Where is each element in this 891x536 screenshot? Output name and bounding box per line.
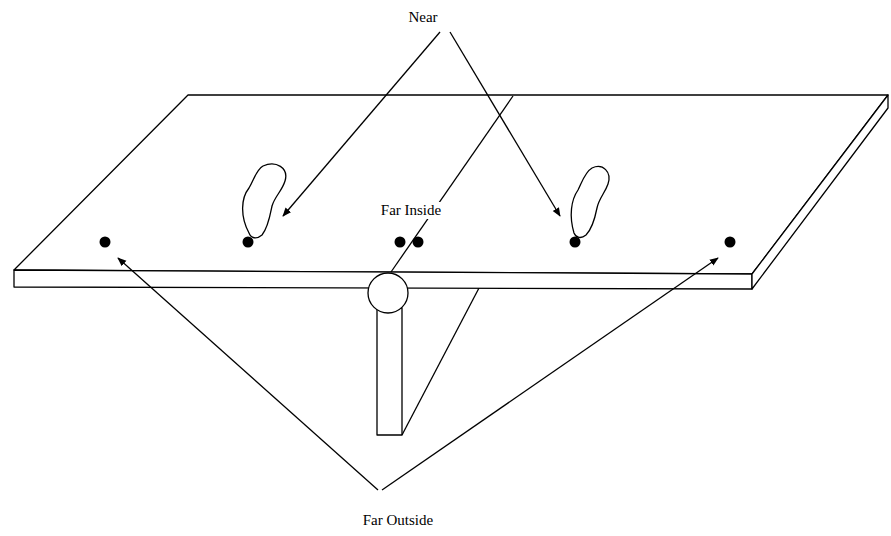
footprint: [243, 164, 286, 238]
pivot-circle: [368, 273, 408, 313]
footprint: [571, 167, 609, 238]
marker-dot: [395, 237, 406, 248]
position-label: Far Inside: [379, 202, 443, 219]
center-line: [391, 96, 513, 272]
stand-post: [377, 308, 402, 435]
marker-dot: [725, 237, 736, 248]
leader-line: [283, 32, 440, 216]
marker-dot: [243, 237, 254, 248]
board-side-edge: [752, 95, 888, 289]
board-top: [14, 95, 888, 274]
leader-line: [382, 258, 718, 490]
marker-dot: [413, 237, 424, 248]
leader-line: [118, 258, 378, 490]
position-label: Far Outside: [361, 512, 435, 529]
marker-dot: [570, 237, 581, 248]
stand-brace: [402, 288, 479, 435]
position-label: Near: [406, 9, 439, 26]
markers: [100, 237, 736, 248]
marker-dot: [100, 237, 111, 248]
leader-line: [450, 32, 560, 216]
